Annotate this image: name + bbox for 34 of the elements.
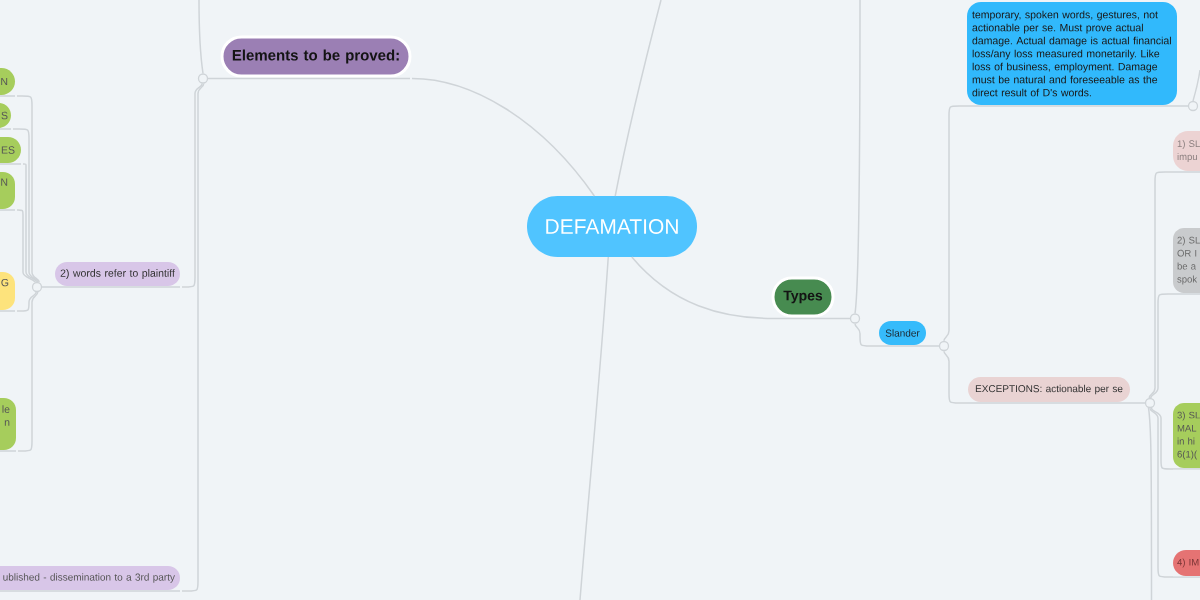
subtopic-pill: S [0,103,12,130]
connector-line [631,256,774,320]
connector-line [854,0,861,315]
connector-line [181,82,205,592]
topic-pill: Elements to be proved: [197,35,412,84]
connector-line [1150,293,1174,399]
connector-line [16,95,40,284]
topic-pill: Types [771,276,861,324]
subtopic-pill: 2) SL OR I be a spok [1172,228,1200,295]
central-topic: DEFAMATION [527,196,697,257]
connector-line [16,291,37,312]
subtopic-pill: 2) words refer to plaintiff [31,262,181,293]
connector-line [22,163,37,283]
subtopic-pill: EXCEPTIONS: actionable per se [967,377,1156,409]
connector-line [17,291,39,452]
subtopic-pill: ublished - dissemination to a 3rd party [0,566,181,592]
note-box: temporary, spoken words, gestures, not actionable per se. Must prove actual damage. Actual damage is actual financial loss/any loss measured monetarily. Like loss of business, employment. Damage must be natural and foreseeable as the direct result of D's words. [966,2,1199,112]
connector-line [1150,407,1174,470]
connector-line [1147,407,1153,600]
connector-line [12,128,39,283]
connector-line [198,0,204,75]
connector-line [614,0,662,197]
connector-line [943,105,968,342]
subtopic-pill: le n [0,398,17,452]
subtopic-pill: 3) SL MAL in hi 6(1)( [1172,403,1200,470]
connector-line [411,77,596,197]
connector-line [1148,171,1174,399]
connector-line [943,350,969,404]
connector-line [854,322,880,347]
connector-line [579,256,609,600]
connector-line [181,82,203,288]
connector-line [1149,407,1174,578]
connector-line [16,209,36,284]
subtopic-pill: Slander [878,321,950,352]
